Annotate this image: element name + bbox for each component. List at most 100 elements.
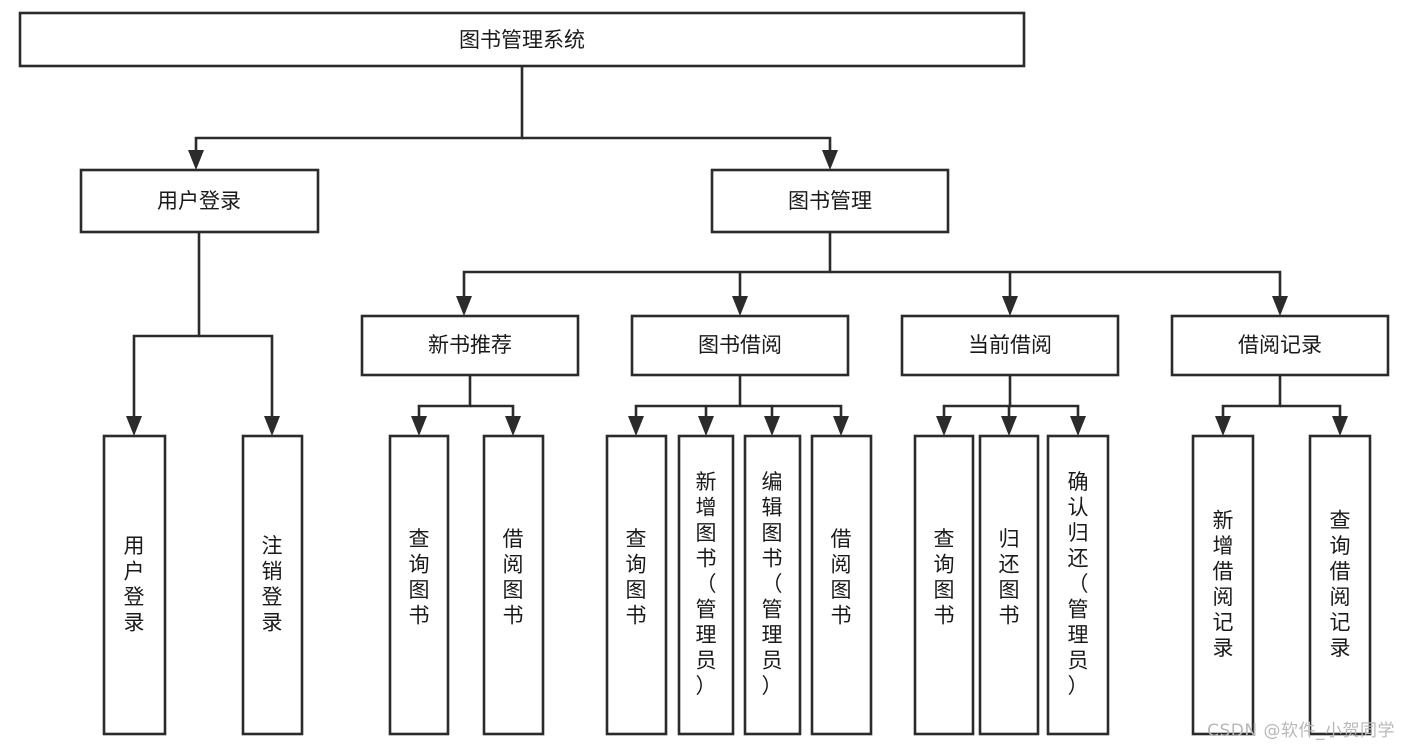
- arrowhead-leaf-borrow-book-2: [833, 416, 849, 436]
- arrowhead-leaf-query-book-2: [628, 416, 644, 436]
- node-leaf-borrow-book-1[interactable]: 借阅图书: [482, 434, 545, 736]
- arrowhead-leaf-borrow-book-1: [505, 416, 521, 436]
- node-book-borrow[interactable]: 图书借阅: [630, 314, 850, 377]
- node-leaf-edit-book-box[interactable]: [743, 434, 802, 736]
- arrowhead-user-login: [188, 150, 204, 170]
- link-bm-borrow-record: [830, 270, 1282, 304]
- node-leaf-query-book-2-box[interactable]: [605, 434, 668, 736]
- node-leaf-query-book-3-box[interactable]: [913, 434, 975, 736]
- node-leaf-return-book-box[interactable]: [978, 434, 1040, 736]
- node-user-login[interactable]: 用户登录: [79, 168, 320, 234]
- node-leaf-confirm-return[interactable]: 确认归还（管理员）: [1046, 434, 1110, 736]
- link-nb-query: [417, 375, 472, 424]
- node-leaf-query-book-2-label: 查询图书: [626, 527, 647, 628]
- node-new-book-recommend[interactable]: 新书推荐: [360, 314, 580, 377]
- node-leaf-query-book-3-label: 查询图书: [934, 527, 955, 628]
- arrowhead-borrow-record: [1272, 296, 1288, 316]
- arrowhead-current-borrow: [1002, 296, 1018, 316]
- node-book-borrow-box[interactable]: [630, 314, 850, 377]
- link-root-book-manage: [522, 136, 832, 158]
- arrowhead-leaf-user-login: [126, 416, 142, 436]
- link-cb-confirm: [1010, 404, 1080, 424]
- link-nb-borrow: [470, 404, 515, 424]
- node-borrow-record-box[interactable]: [1170, 314, 1390, 377]
- node-leaf-user-login-label: 用户登录: [124, 534, 145, 635]
- node-leaf-add-record-box[interactable]: [1191, 434, 1255, 736]
- link-br-query: [1280, 404, 1342, 424]
- node-leaf-add-book-label: 新增图书（管理员）: [696, 470, 717, 698]
- connector-book-manage-to-level3: [456, 232, 1288, 316]
- arrowhead-leaf-user-logout: [264, 416, 280, 436]
- link-br-add: [1221, 375, 1282, 424]
- node-user-login-label: 用户登录: [157, 189, 241, 213]
- node-leaf-query-book-3[interactable]: 查询图书: [913, 434, 975, 736]
- node-leaf-edit-book-label: 编辑图书（管理员）: [762, 470, 783, 698]
- arrowhead-leaf-confirm-return: [1070, 416, 1086, 436]
- node-leaf-query-book-1-box[interactable]: [388, 434, 450, 736]
- node-leaf-add-record[interactable]: 新增借阅记录: [1191, 434, 1255, 736]
- node-leaf-borrow-book-2-label: 借阅图书: [831, 527, 852, 628]
- node-leaf-add-book[interactable]: 新增图书（管理员）: [677, 434, 735, 736]
- node-book-manage-box[interactable]: [710, 168, 950, 234]
- node-leaf-confirm-return-label: 确认归还（管理员）: [1068, 470, 1089, 698]
- arrowhead-leaf-add-record: [1215, 416, 1231, 436]
- node-leaf-confirm-return-box[interactable]: [1046, 434, 1110, 736]
- node-leaf-query-record-box[interactable]: [1308, 434, 1372, 736]
- link-cb-query: [942, 375, 1012, 424]
- node-leaf-query-book-1-label: 查询图书: [409, 527, 430, 628]
- node-leaf-borrow-book-2[interactable]: 借阅图书: [810, 434, 873, 736]
- node-book-borrow-label: 图书借阅: [698, 333, 782, 357]
- connector-current-borrow-to-leaves: [936, 375, 1086, 436]
- node-root-label: 图书管理系统: [459, 28, 585, 52]
- node-borrow-record[interactable]: 借阅记录: [1170, 314, 1390, 377]
- node-current-borrow-box[interactable]: [900, 314, 1120, 377]
- node-root-box[interactable]: [18, 11, 1026, 68]
- node-leaf-user-login[interactable]: 用户登录: [102, 434, 167, 736]
- arrowhead-leaf-query-book-1: [411, 416, 427, 436]
- connector-new-book-to-leaves: [411, 375, 521, 436]
- node-leaf-user-logout-label: 注销登录: [262, 534, 283, 635]
- arrowhead-leaf-query-record: [1332, 416, 1348, 436]
- link-root-user-login: [194, 66, 524, 158]
- arrowhead-leaf-query-book-3: [936, 416, 952, 436]
- node-user-login-box[interactable]: [79, 168, 320, 234]
- link-ul-user-login: [132, 232, 201, 424]
- node-leaf-add-record-label: 新增借阅记录: [1213, 508, 1234, 660]
- node-leaf-borrow-book-1-label: 借阅图书: [503, 527, 524, 628]
- node-leaf-borrow-book-1-box[interactable]: [482, 434, 545, 736]
- node-leaf-user-logout-box[interactable]: [241, 434, 304, 736]
- node-leaf-edit-book[interactable]: 编辑图书（管理员）: [743, 434, 802, 736]
- arrowhead-new-book-recommend: [456, 296, 472, 316]
- node-leaf-user-login-box[interactable]: [102, 434, 167, 736]
- node-leaf-query-record[interactable]: 查询借阅记录: [1308, 434, 1372, 736]
- node-new-book-recommend-box[interactable]: [360, 314, 580, 377]
- node-leaf-borrow-book-2-box[interactable]: [810, 434, 873, 736]
- node-book-manage-label: 图书管理: [788, 189, 872, 213]
- connector-root-to-level2: [188, 66, 838, 170]
- node-leaf-query-record-label: 查询借阅记录: [1330, 508, 1351, 660]
- node-new-book-recommend-label: 新书推荐: [428, 333, 512, 357]
- node-book-manage[interactable]: 图书管理: [710, 168, 950, 234]
- node-current-borrow-label: 当前借阅: [968, 333, 1052, 357]
- node-leaf-return-book[interactable]: 归还图书: [978, 434, 1040, 736]
- node-leaf-return-book-label: 归还图书: [999, 527, 1020, 628]
- node-current-borrow[interactable]: 当前借阅: [900, 314, 1120, 377]
- node-root[interactable]: 图书管理系统: [18, 11, 1026, 68]
- arrowhead-book-manage: [822, 150, 838, 170]
- link-bb-borrow: [740, 404, 843, 424]
- node-leaf-query-book-2[interactable]: 查询图书: [605, 434, 668, 736]
- link-bm-new-book: [462, 232, 832, 304]
- connector-borrow-record-to-leaves: [1215, 375, 1348, 436]
- node-leaf-user-logout[interactable]: 注销登录: [241, 434, 304, 736]
- node-leaf-add-book-box[interactable]: [677, 434, 735, 736]
- arrowhead-leaf-add-book: [698, 416, 714, 436]
- node-borrow-record-label: 借阅记录: [1238, 333, 1322, 357]
- arrowhead-leaf-edit-book: [764, 416, 780, 436]
- connector-user-login-to-leaves: [126, 232, 280, 436]
- link-ul-user-logout: [199, 334, 274, 424]
- connector-book-borrow-to-leaves: [628, 375, 849, 436]
- node-leaf-query-book-1[interactable]: 查询图书: [388, 434, 450, 736]
- arrowhead-book-borrow: [732, 296, 748, 316]
